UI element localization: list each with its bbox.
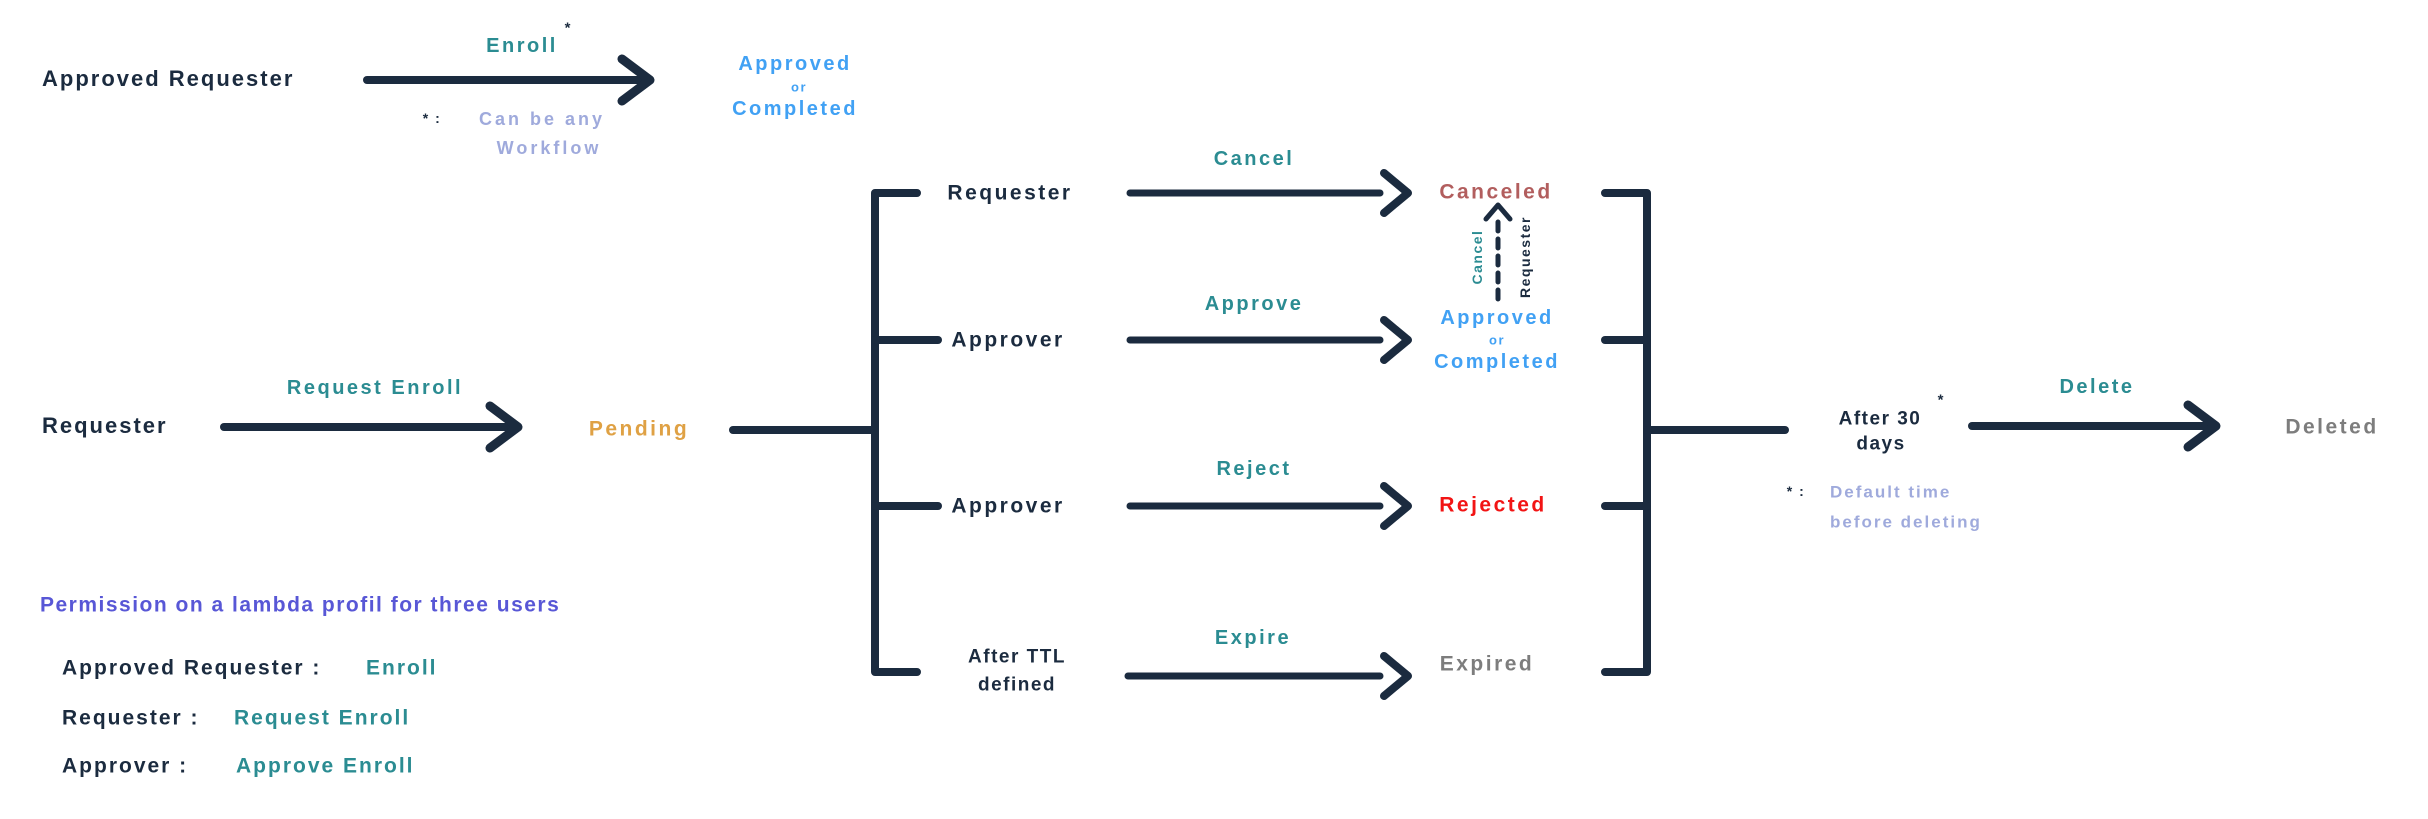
delete-note-line2: before deleting bbox=[1830, 512, 1982, 532]
legend-row-requester-value: Request Enroll bbox=[234, 706, 411, 730]
workflow-note-marker: * : bbox=[422, 110, 442, 126]
expire-action-label: Expire bbox=[1214, 627, 1292, 649]
approved-state-line3: Completed bbox=[1434, 351, 1560, 373]
approve-action-label: Approve bbox=[1204, 293, 1304, 315]
branch-reject-trigger-label: Approver bbox=[951, 494, 1065, 518]
workflow-note-line2: Workflow bbox=[496, 138, 602, 158]
branch-cancel-trigger-label: Requester bbox=[947, 181, 1073, 205]
approve-arrow-icon bbox=[1126, 316, 1412, 364]
legend-row-approved-requester-value: Enroll bbox=[366, 656, 438, 680]
after-30-days-asterisk: * bbox=[1937, 391, 1945, 409]
branch-expire-trigger-line1: After TTL bbox=[968, 646, 1066, 668]
delete-note-line1: Default time bbox=[1830, 482, 1952, 502]
reject-arrow-icon bbox=[1126, 482, 1412, 530]
requester-actor-label: Requester bbox=[42, 413, 168, 438]
enroll-asterisk: * bbox=[564, 19, 572, 37]
pending-state-label: Pending bbox=[588, 417, 690, 441]
delete-note-marker: * : bbox=[1786, 483, 1806, 499]
after-30-days-line2: days bbox=[1856, 433, 1906, 455]
top-approved-state-line1: Approved bbox=[738, 53, 852, 75]
delete-action-label: Delete bbox=[2059, 376, 2135, 398]
legend-row-requester-role: Requester : bbox=[62, 706, 200, 730]
rejected-state-label: Rejected bbox=[1439, 493, 1547, 517]
cancel-link-dashed-arrow-icon bbox=[1483, 202, 1513, 302]
after-30-days-line1: After 30 bbox=[1838, 408, 1922, 430]
cancel-action-label: Cancel bbox=[1213, 148, 1295, 170]
legend-title: Permission on a lambda profil for three … bbox=[40, 593, 561, 617]
branch-approve-trigger-label: Approver bbox=[951, 328, 1065, 352]
enroll-action-label: Enroll bbox=[486, 35, 558, 57]
request-enroll-arrow-icon bbox=[220, 401, 523, 453]
cancel-link-action-label: Cancel bbox=[1469, 229, 1485, 285]
merge-bracket bbox=[1601, 189, 1651, 676]
reject-action-label: Reject bbox=[1216, 458, 1292, 480]
approved-state-line1: Approved bbox=[1440, 307, 1554, 329]
top-approved-state-line3: Completed bbox=[732, 98, 858, 120]
approved-state-line2: or bbox=[1489, 332, 1505, 348]
canceled-state-label: Canceled bbox=[1439, 180, 1553, 204]
legend-row-approved-requester-role: Approved Requester : bbox=[62, 656, 322, 680]
deleted-state-label: Deleted bbox=[2285, 415, 2379, 439]
legend-row-approver-role: Approver : bbox=[62, 754, 189, 778]
cancel-link-actor-label: Requester bbox=[1517, 216, 1533, 298]
top-approved-state-line2: or bbox=[791, 79, 807, 95]
approved-requester-actor-label: Approved Requester bbox=[42, 66, 295, 91]
expired-state-label: Expired bbox=[1439, 652, 1535, 676]
branch-expire-trigger-line2: defined bbox=[977, 674, 1057, 696]
workflow-note-line1: Can be any bbox=[478, 109, 606, 129]
split-bracket bbox=[871, 189, 921, 676]
request-enroll-action-label: Request Enroll bbox=[286, 377, 464, 399]
delete-arrow-icon bbox=[1968, 400, 2221, 452]
expire-arrow-icon bbox=[1124, 652, 1412, 700]
legend-row-approver-value: Approve Enroll bbox=[236, 754, 415, 778]
enroll-arrow-icon bbox=[363, 54, 655, 106]
cancel-arrow-icon bbox=[1126, 169, 1412, 217]
